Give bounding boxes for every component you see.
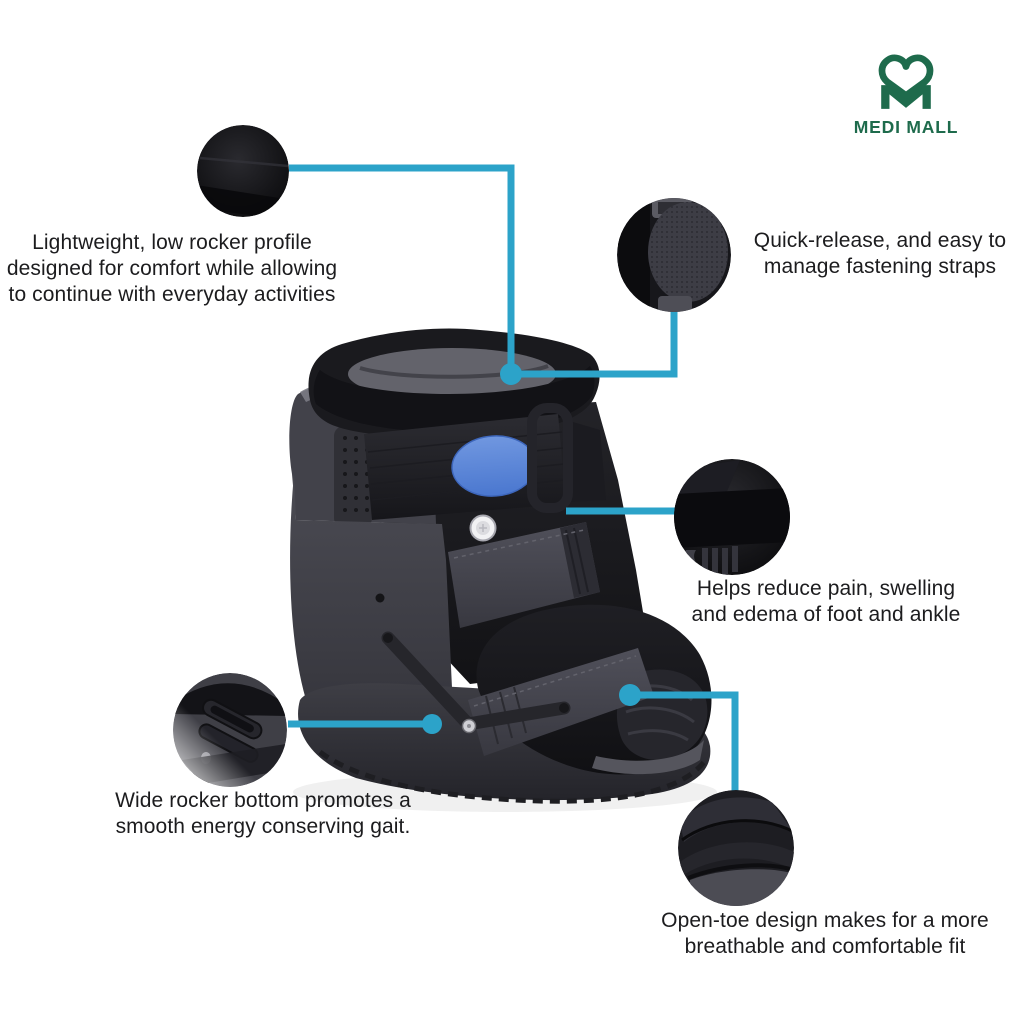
- callout-line: to continue with everyday activities: [8, 283, 336, 306]
- mid-ankle-strap: [448, 522, 600, 628]
- anchor-dot-toe: [619, 684, 641, 706]
- boot-inner-liner: [348, 348, 556, 400]
- callout-line: and edema of foot and ankle: [691, 603, 961, 626]
- strap-buckle: [527, 403, 573, 513]
- callout-photo-sole-bracket: [173, 673, 287, 787]
- buckle-strap-tail: [566, 420, 606, 502]
- toe-bed: [592, 740, 704, 775]
- brand-logo: MEDI MALL: [838, 52, 974, 138]
- callout-line: Lightweight, low rocker profile: [32, 231, 312, 254]
- heart-m-icon: [878, 54, 934, 109]
- callout-text-rocker-bottom: Wide rocker bottom promotes a smooth ene…: [83, 788, 443, 840]
- connector-open-toe: [636, 691, 739, 792]
- anchor-dot-collar: [500, 363, 522, 385]
- callout-text-quick-release: Quick-release, and easy to manage fasten…: [740, 228, 1020, 280]
- callout-photo-liner-fabric: [197, 125, 289, 217]
- callout-photo-fastening-strap: [617, 198, 731, 312]
- callout-connectors: [288, 164, 739, 792]
- boot-heel-shell: [290, 474, 453, 747]
- sole-tread: [318, 749, 706, 804]
- callout-line: Helps reduce pain, swelling: [696, 577, 956, 600]
- callout-photo-velcro-band: [674, 459, 790, 575]
- callout-line: Quick-release, and easy to: [753, 229, 1007, 252]
- callout-line: Open-toe design makes for a more: [661, 909, 989, 932]
- perforated-panel: [334, 426, 372, 528]
- callout-line: designed for comfort while allowing: [6, 257, 338, 280]
- frame-screw: [461, 718, 477, 734]
- callout-text-open-toe: Open-toe design makes for a more breatha…: [625, 908, 1024, 960]
- liner-shadow-seam: [359, 364, 549, 379]
- mid-strap-stitch: [453, 529, 585, 559]
- heel-rivet: [375, 593, 385, 603]
- frame-rivet-top: [383, 633, 393, 643]
- mid-strap-ribs: [565, 527, 589, 595]
- connector-quick-release: [516, 310, 678, 378]
- callout-line: manage fastening straps: [763, 255, 997, 278]
- boot-collar-front-rim: [313, 366, 595, 433]
- connector-lightweight: [289, 164, 515, 374]
- anchor-dot-sole: [422, 714, 442, 734]
- callout-line: smooth energy conserving gait.: [115, 815, 411, 838]
- brand-name: MEDI MALL: [853, 117, 959, 137]
- callout-photo-open-toe: [678, 790, 794, 906]
- callout-text-lightweight: Lightweight, low rocker profile designed…: [2, 230, 342, 308]
- frame-rivet-end: [559, 703, 569, 713]
- callout-line: breathable and comfortable fit: [684, 935, 966, 958]
- callout-text-pain-relief: Helps reduce pain, swelling and edema of…: [656, 576, 996, 628]
- callout-line: Wide rocker bottom promotes a: [115, 789, 411, 812]
- air-valve: [469, 514, 497, 542]
- product-photo-walking-boot: [289, 328, 717, 812]
